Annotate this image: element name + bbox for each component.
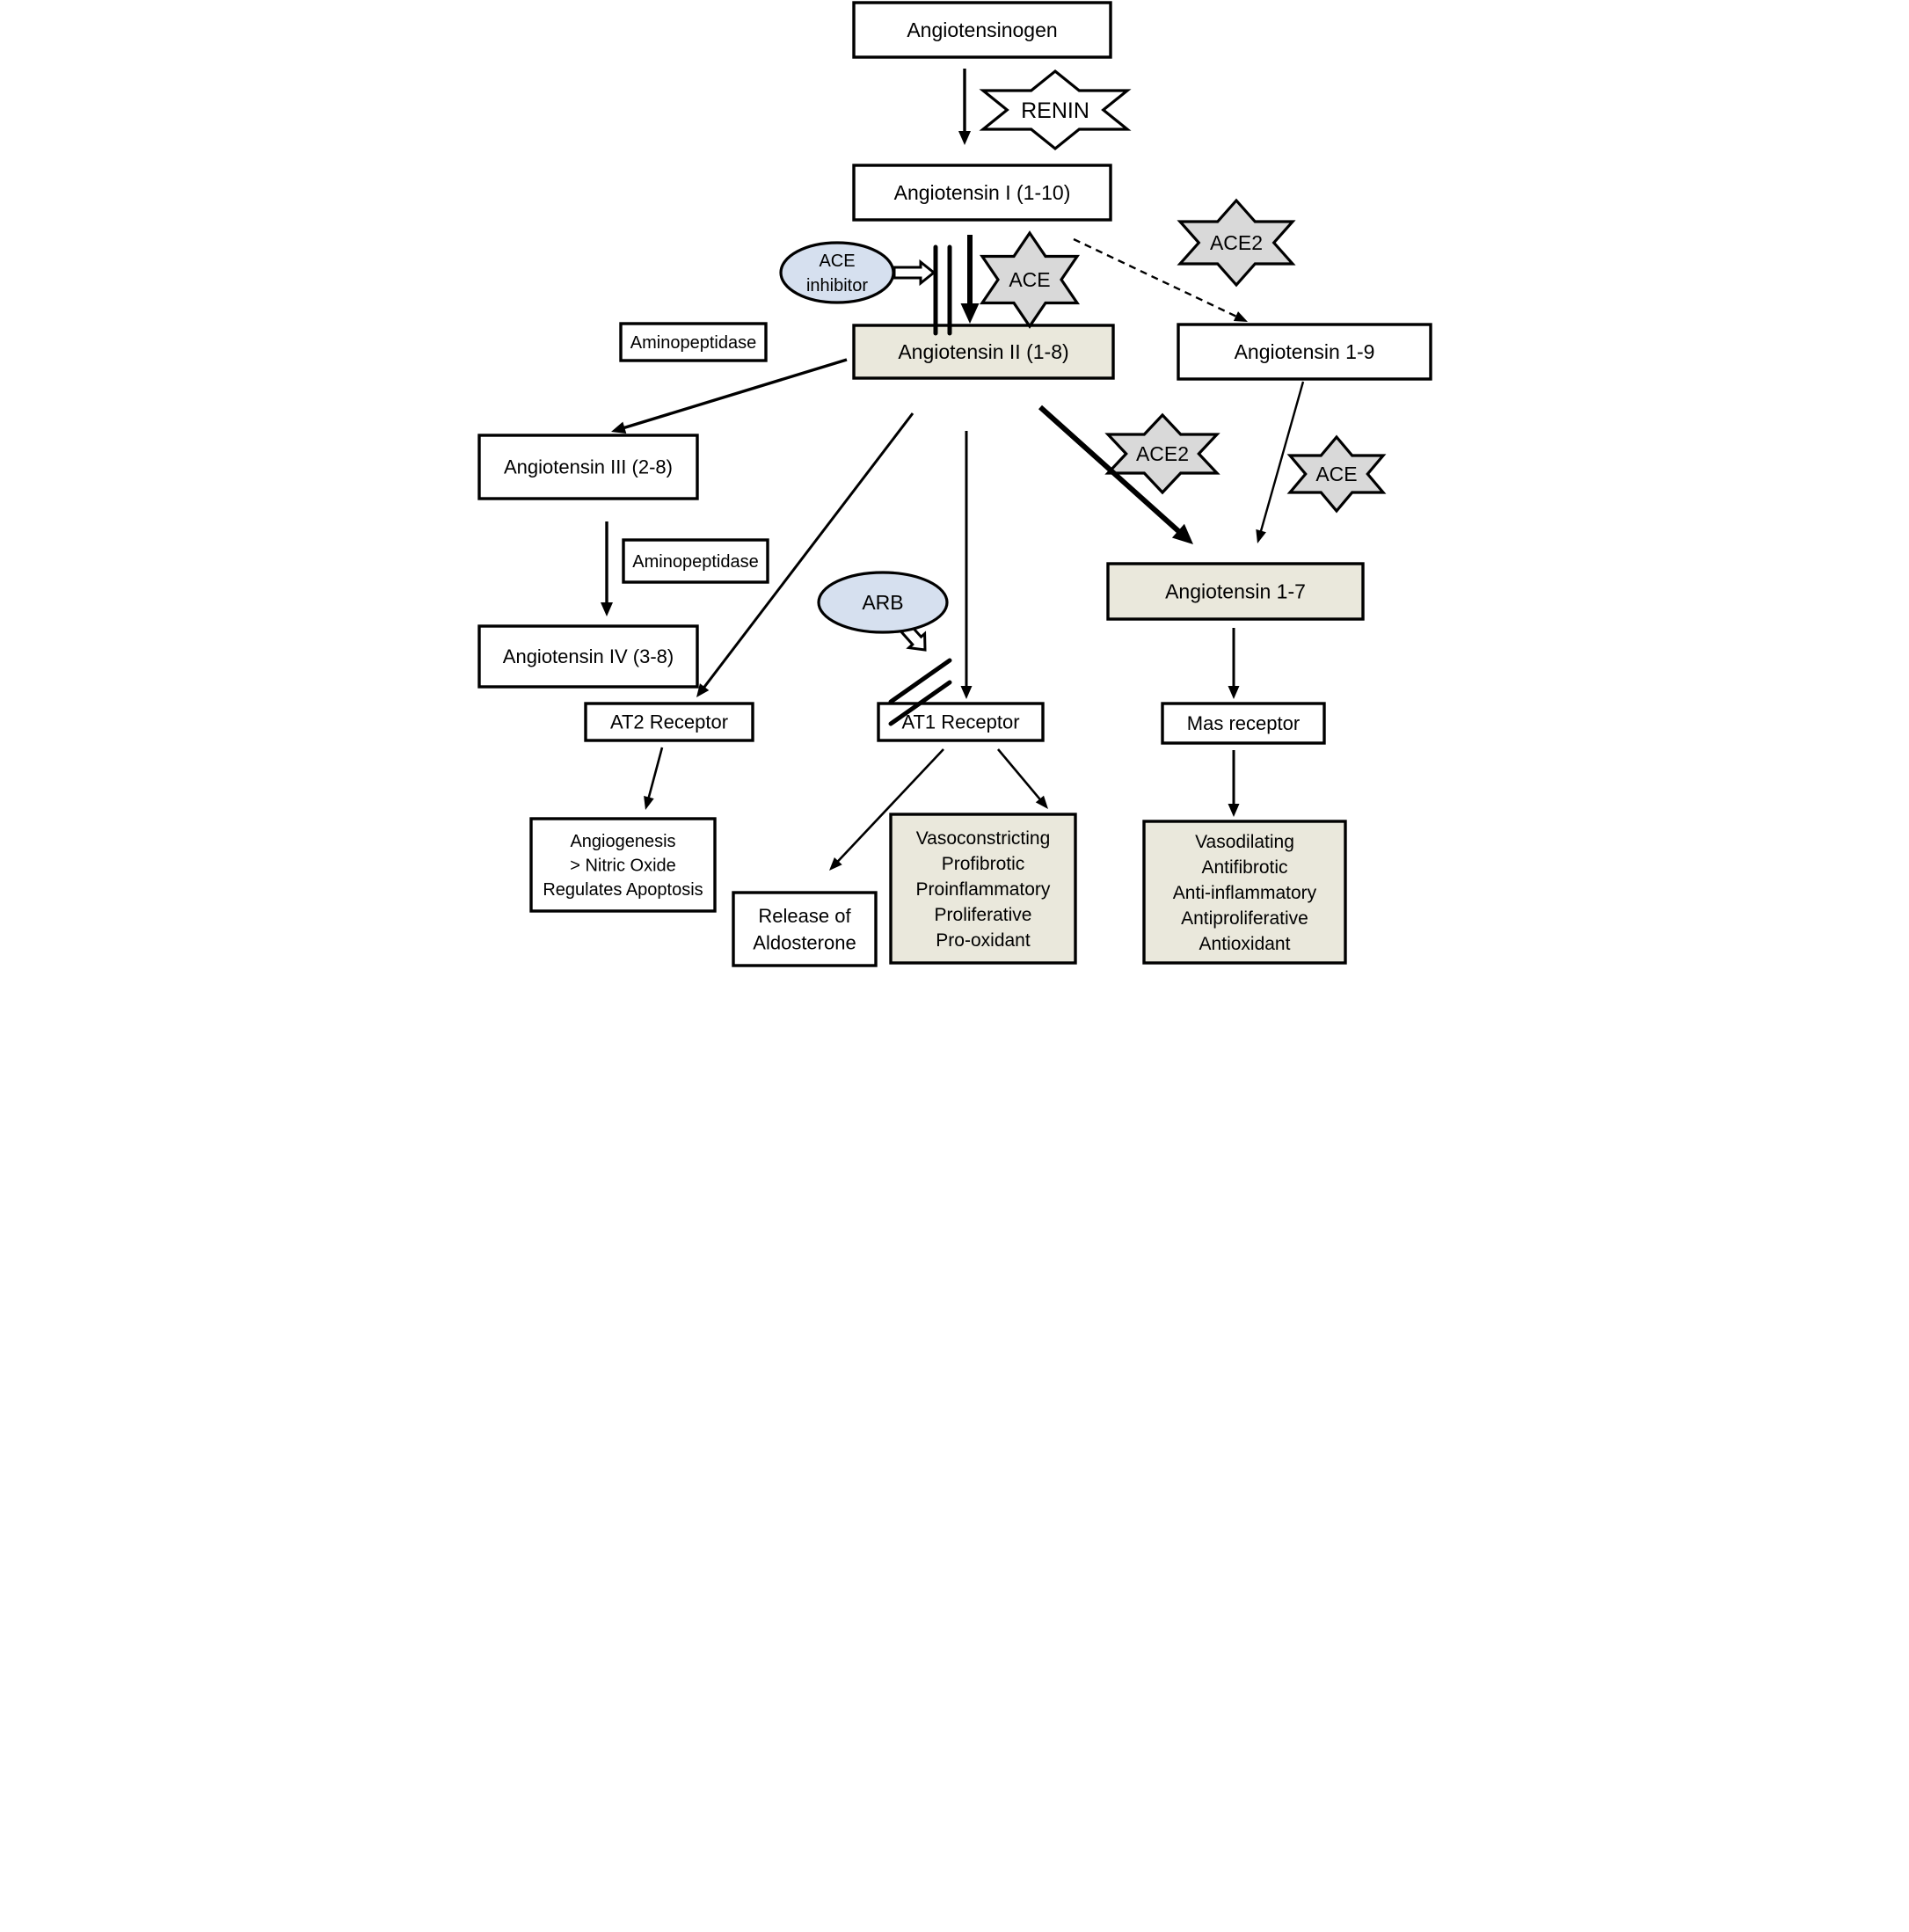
arrow-at1-to-effects (996, 748, 1048, 809)
box-at1-receptor: AT1 Receptor (876, 702, 1045, 742)
label: Vasodilating (1195, 832, 1294, 852)
arrow-iii-to-iv (600, 521, 613, 616)
arrow-at2-to-angiogenesis (643, 747, 663, 810)
label: AT2 Receptor (609, 711, 727, 733)
label: Angiotensin 1-7 (1165, 580, 1306, 603)
label: Pro-oxidant (936, 930, 1031, 951)
label: Regulates Apoptosis (543, 880, 703, 900)
box-at1-effects: VasoconstrictingProfibroticProinflammato… (888, 813, 1077, 965)
label: Profibrotic (941, 854, 1024, 874)
box-at2-receptor: AT2 Receptor (583, 702, 754, 742)
arrow-ii-to-iii (610, 358, 847, 434)
box-angiotensin-ii: Angiotensin II (1-8) (851, 324, 1115, 380)
box-aminopeptidase-lower: Aminopeptidase (621, 538, 769, 584)
box-mas-effects: VasodilatingAntifibroticAnti-inflammator… (1141, 820, 1347, 965)
box-mas-receptor: Mas receptor (1160, 702, 1326, 745)
arrow-at1-to-aldosterone (828, 748, 944, 871)
label: Antifibrotic (1201, 857, 1287, 878)
box-angiotensin-1-7: Angiotensin 1-7 (1105, 562, 1365, 621)
label: RENIN (1021, 98, 1089, 123)
label: Angiotensin I (1-10) (893, 181, 1070, 204)
box-aldosterone-effect: Release of Aldosterone (731, 891, 878, 967)
arrow-ii-to-at2 (696, 412, 914, 697)
arrow-ii-to-1-7-thick (1038, 405, 1193, 544)
label: Proliferative (934, 905, 1031, 925)
label: Angiotensinogen (907, 18, 1057, 41)
arb-inhibition-bars (888, 658, 951, 726)
label: Antioxidant (1199, 934, 1290, 954)
label: ACE (1009, 268, 1050, 291)
box-angiotensin-1-9: Angiotensin 1-9 (1176, 323, 1432, 381)
box-angiotensin-iv: Angiotensin IV (3-8) (477, 624, 699, 689)
arrow-mas-to-effects (1228, 750, 1239, 817)
label: Angiotensin 1-9 (1234, 340, 1374, 363)
label: > Nitric Oxide (570, 857, 676, 876)
box-aminopeptidase-upper: Aminopeptidase (618, 322, 768, 362)
ace-inhibition-bars (933, 244, 951, 336)
arrow-1-9-to-1-7 (1255, 381, 1304, 543)
star-ace2-enzyme-lower: ACE2 (1104, 412, 1220, 495)
label: Vasoconstricting (915, 828, 1050, 849)
star-ace-enzyme: ACE (979, 230, 1080, 329)
label: inhibitor (805, 276, 867, 295)
label: AT1 Receptor (901, 711, 1019, 733)
arrow-i-to-ii-thick (960, 235, 979, 324)
box-angiotensinogen: Angiotensinogen (851, 1, 1112, 59)
label: Aminopeptidase (630, 333, 755, 353)
label: Angiotensin III (2-8) (504, 456, 673, 478)
box-angiotensin-i: Angiotensin I (1-10) (851, 164, 1112, 222)
label: Angiotensin IV (3-8) (502, 645, 673, 667)
ellipse-arb-drug: ARB (816, 571, 949, 634)
label: Angiogenesis (570, 832, 675, 851)
label: ACE2 (1209, 231, 1262, 254)
label: ACE (1315, 463, 1357, 485)
star-ace-enzyme-lower: ACE (1286, 434, 1386, 514)
label: Anti-inflammatory (1172, 883, 1316, 903)
label: Mas receptor (1186, 712, 1299, 734)
label: Angiotensin II (1-8) (898, 340, 1068, 363)
ellipse-ace-inhibitor-drug: ACE inhibitor (778, 241, 895, 304)
label: Aldosterone (753, 931, 856, 953)
label: Antiproliferative (1181, 908, 1308, 929)
star-ace2-enzyme-upper: ACE2 (1176, 198, 1296, 288)
label: Release of (758, 905, 851, 927)
arrow-ace2-to-1-9-dashed (1072, 237, 1248, 322)
arrow-ii-to-at1 (960, 431, 972, 699)
label: Aminopeptidase (632, 552, 758, 572)
box-angiotensin-iii: Angiotensin III (2-8) (477, 434, 699, 500)
arrow-angiotensinogen-to-i (958, 69, 971, 145)
star-renin-enzyme: RENIN (978, 69, 1132, 151)
label: ACE2 (1135, 442, 1188, 465)
label: Proinflammatory (915, 879, 1050, 900)
label: ARB (862, 591, 903, 614)
label: ACE (819, 252, 855, 271)
ace-inhibitor-block-arrow (893, 259, 936, 287)
arrow-1-7-to-mas (1228, 628, 1239, 699)
